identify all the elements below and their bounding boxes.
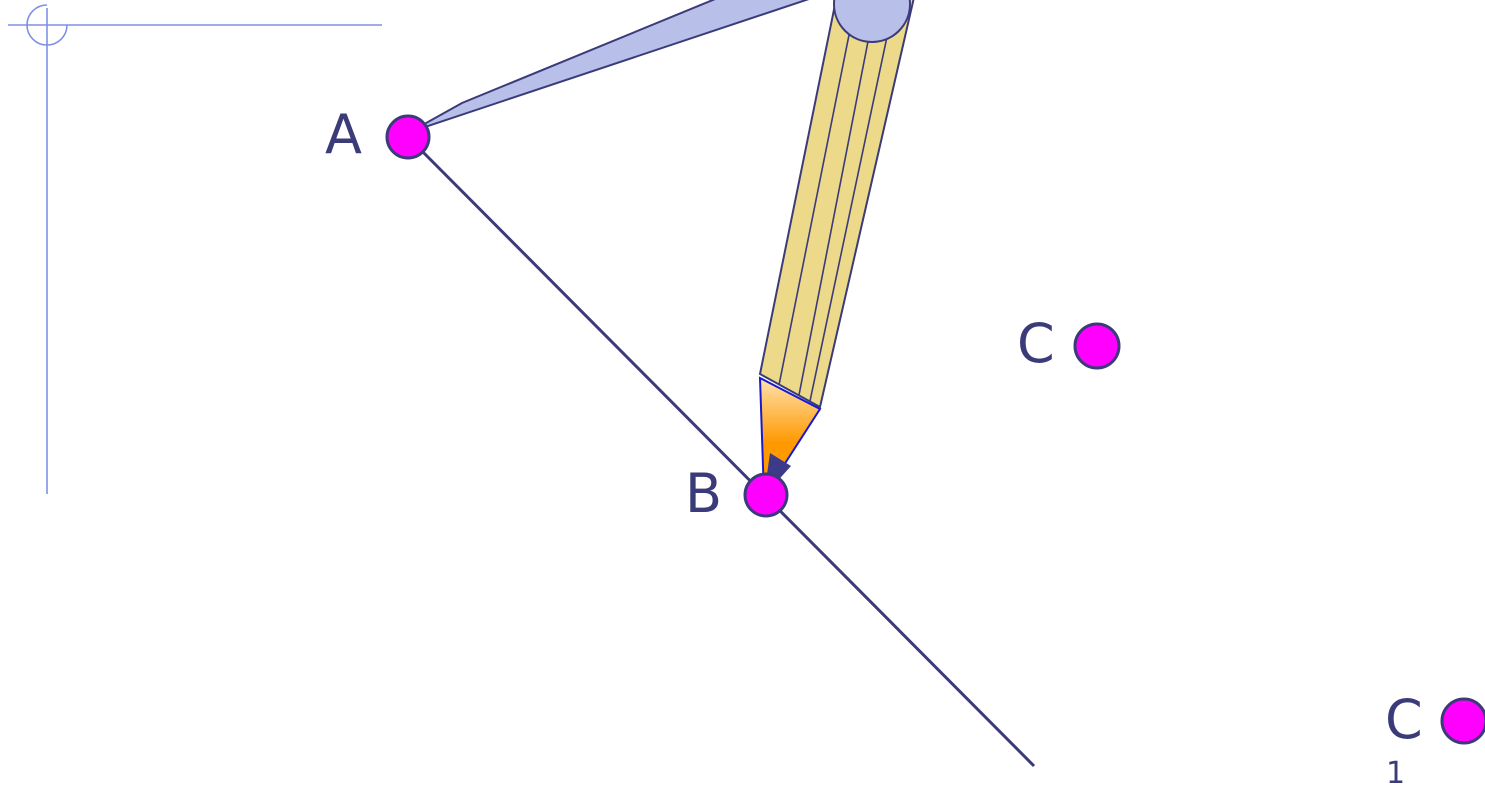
page-number: 1 bbox=[1386, 756, 1405, 789]
line-ab bbox=[406, 135, 1036, 768]
crosshair-icon bbox=[26, 24, 68, 46]
crosshair-arc-icon bbox=[26, 4, 48, 26]
point-a bbox=[385, 114, 431, 160]
pencil-stripe-1 bbox=[778, 0, 857, 386]
point-a-label: A bbox=[325, 103, 362, 166]
point-b bbox=[743, 472, 789, 518]
point-c-upper-label: C bbox=[1017, 312, 1055, 375]
point-c-upper bbox=[1073, 322, 1121, 370]
pencil-body bbox=[758, 0, 915, 409]
compass-needle-leg bbox=[409, 0, 810, 133]
compass-icon bbox=[409, 0, 810, 133]
point-c-lower bbox=[1440, 697, 1485, 745]
pencil-stripe-2 bbox=[798, 0, 877, 396]
pencil-stripe-3 bbox=[809, 0, 896, 402]
slide-frame bbox=[8, 4, 382, 494]
point-b-label: B bbox=[685, 462, 722, 525]
point-c-lower-label: C bbox=[1385, 688, 1423, 751]
compass-hinge bbox=[833, 0, 911, 43]
pencil-icon bbox=[758, 0, 915, 500]
